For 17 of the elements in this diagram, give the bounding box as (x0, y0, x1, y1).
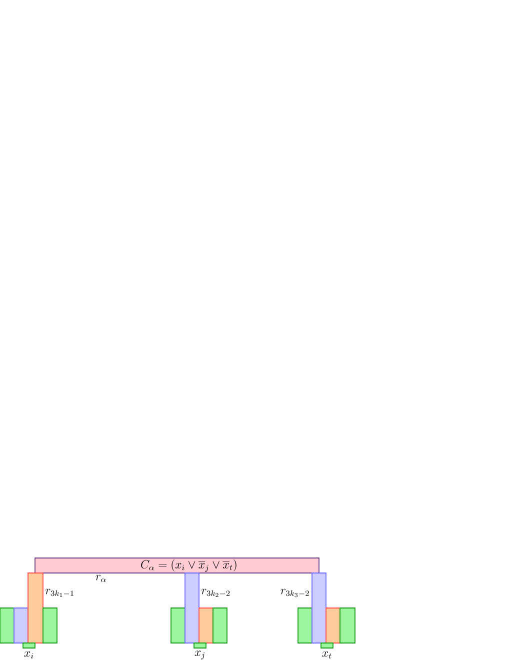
math-label: $x_i$ (24, 651, 34, 659)
short-block (212, 608, 228, 644)
math-label: $r_{3k_1-1}$ (46, 588, 74, 598)
short-block (340, 608, 356, 644)
short-block (326, 608, 340, 644)
short-block (170, 608, 186, 644)
short-block (198, 608, 214, 644)
math-label: $r_{3k_2-2}$ (202, 588, 230, 598)
short-block (14, 608, 28, 644)
math-label: $x_j$ (194, 650, 204, 660)
math-label: $r_{3k_3-2}$ (280, 588, 309, 598)
short-block (0, 608, 14, 644)
clause-box: $C_\alpha = (x_i \vee \overline{x}_j \vee \overline{x}_t)$ (34, 558, 320, 574)
math-label: $r_\alpha$ (96, 574, 106, 582)
short-block (298, 608, 312, 644)
math-label: $x_t$ (322, 651, 332, 659)
short-block (42, 608, 58, 644)
